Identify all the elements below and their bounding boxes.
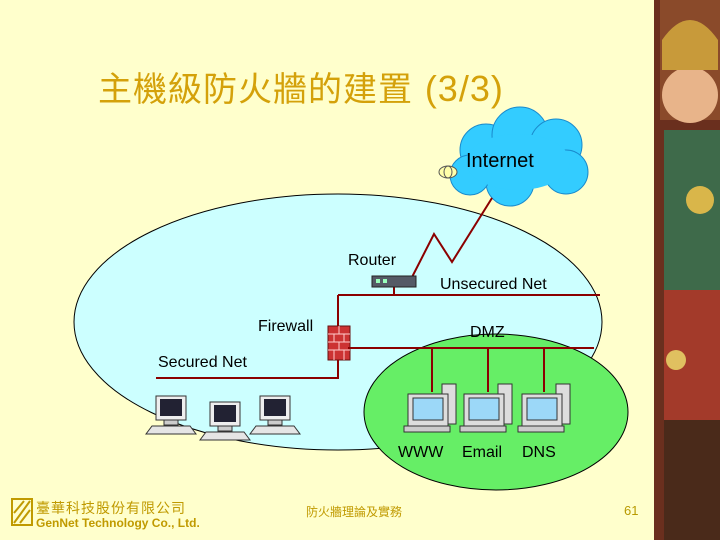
wan-link-line	[407, 197, 493, 286]
workstation-2	[199, 401, 251, 441]
internet-label: Internet	[466, 150, 534, 172]
footer-company-en: GenNet Technology Co., Ltd.	[36, 516, 200, 530]
workstation-3	[249, 395, 301, 435]
secured-net-line	[156, 360, 339, 379]
workstation-1	[145, 395, 197, 435]
page-number: 61	[624, 503, 639, 518]
server-label-email: Email	[462, 444, 503, 461]
server-email	[459, 383, 513, 433]
firewall-label: Firewall	[258, 318, 314, 335]
router-label: Router	[348, 252, 397, 269]
slide-title-main: 主機級防火牆的建置	[98, 70, 413, 110]
firewall-icon	[327, 325, 351, 361]
server-www	[403, 383, 457, 433]
unsecured-net-label: Unsecured Net	[440, 276, 547, 293]
footer-course-title: 防火牆理論及實務	[306, 505, 403, 519]
slide-title: 主機級防火牆的建置 (3/3)	[98, 62, 504, 111]
footer-company-cn: 臺華科技股份有限公司	[36, 501, 186, 517]
server-dns	[517, 383, 571, 433]
server-label-www: WWW	[398, 444, 444, 461]
router-device	[371, 275, 417, 288]
decorative-portrait-image	[654, 0, 720, 540]
server-label-dns: DNS	[522, 444, 556, 461]
dmz-label: DMZ	[470, 324, 505, 341]
internet-cloud	[449, 106, 589, 207]
globe-icon	[438, 165, 458, 179]
secured-net-label: Secured Net	[158, 354, 247, 371]
slide-title-suffix: (3/3)	[424, 68, 504, 109]
company-logo-icon	[11, 498, 33, 526]
